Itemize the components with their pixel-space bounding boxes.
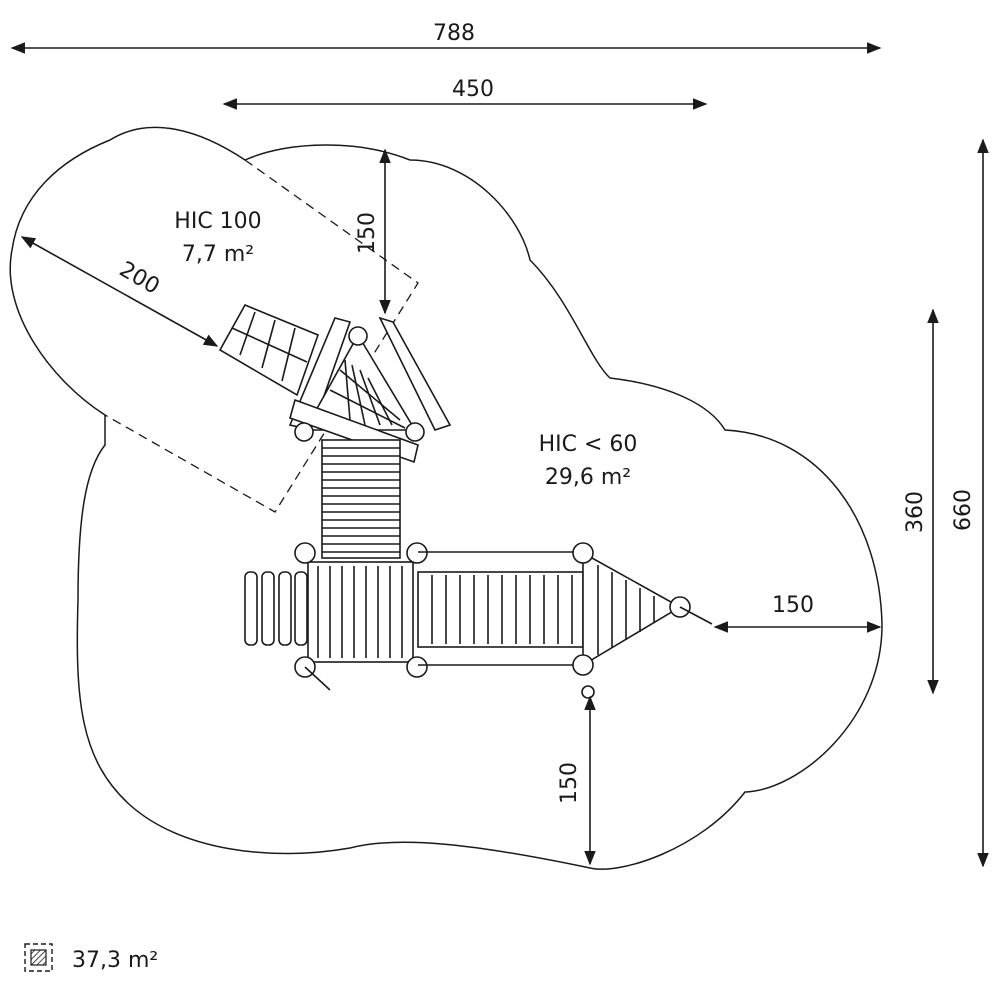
play-structure	[218, 303, 713, 699]
dim-label-788: 788	[433, 21, 475, 46]
safety-zone-outline	[9, 126, 883, 870]
dim-label-150-right: 150	[772, 593, 814, 618]
dim-label-660: 660	[951, 489, 976, 531]
dim-label-450: 450	[452, 77, 494, 102]
dim-label-150-bottom: 150	[557, 762, 582, 804]
hic-100-area: 7,7 m²	[182, 242, 254, 267]
hic-60-area: 29,6 m²	[545, 465, 631, 490]
bridge-slats	[322, 447, 400, 553]
left-logs	[244, 571, 308, 646]
legend-total-area: 37,3 m²	[72, 948, 158, 973]
triangle-end	[572, 542, 713, 699]
main-platform	[294, 542, 428, 691]
hic-100-title: HIC 100	[174, 209, 261, 234]
dim-line-200	[20, 236, 219, 347]
dim-label-360: 360	[903, 491, 928, 533]
dimension-lines	[10, 42, 989, 868]
hic-60-title: HIC < 60	[539, 432, 638, 457]
vertical-bridge	[321, 439, 401, 559]
legend-area-icon	[24, 943, 53, 972]
ladder	[218, 303, 320, 397]
dim-label-150-top: 150	[355, 212, 380, 254]
horizontal-bridge	[417, 551, 584, 666]
